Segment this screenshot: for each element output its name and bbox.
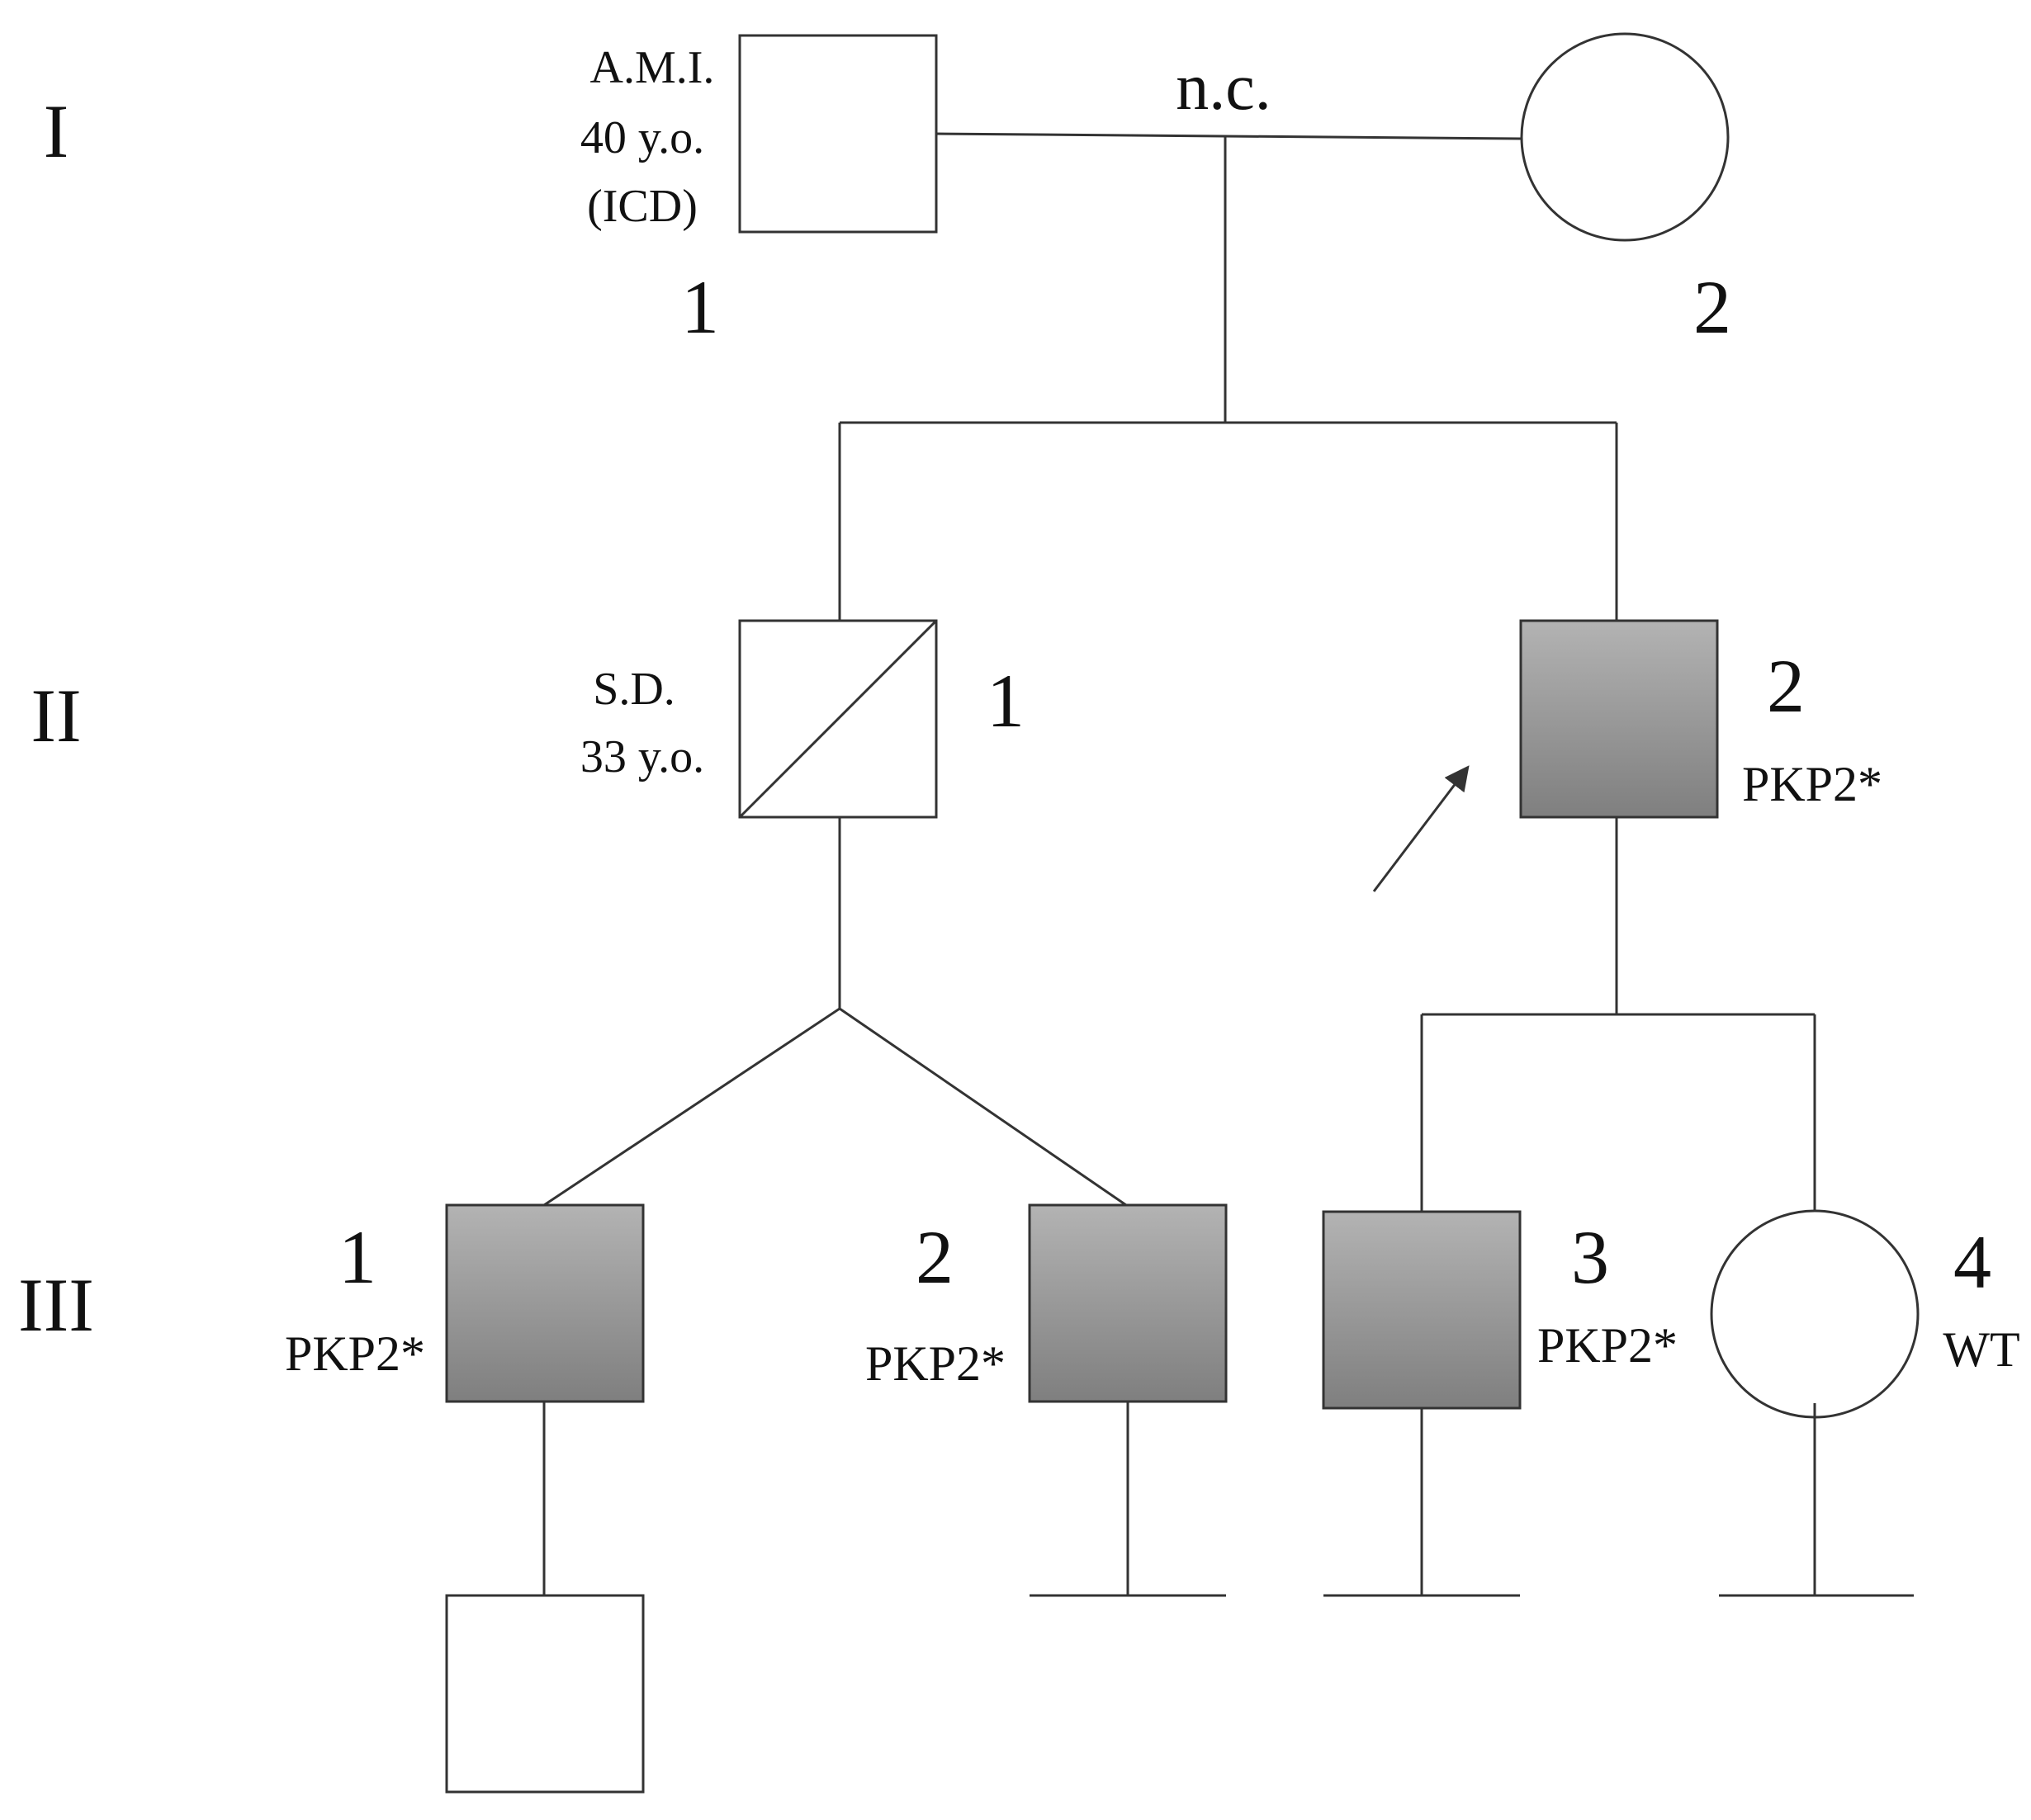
i-1-note-1: A.M.I.	[590, 42, 715, 93]
generation-label-ii: II	[31, 674, 81, 758]
generation-label-iii: III	[18, 1263, 94, 1347]
individual-ii-2	[1519, 619, 1719, 819]
ii-1-note-2: 33 y.o.	[580, 731, 704, 782]
twin-line	[839, 1007, 1127, 1207]
iii-4-number: 4	[1953, 1220, 1991, 1304]
individual-iii-3	[1322, 1210, 1522, 1410]
deceased-slash	[738, 619, 938, 819]
individual-iv-1	[445, 1594, 645, 1794]
individual-i-2	[1520, 32, 1730, 242]
consanguinity-label: n.c.	[1176, 51, 1271, 124]
proband-arrow	[1372, 765, 1470, 892]
ii-1-note-1: S.D.	[593, 664, 675, 715]
iii-2-genotype: PKP2*	[865, 1336, 1006, 1391]
individual-iii-1	[445, 1203, 645, 1403]
i-1-note-3: (ICD)	[587, 181, 698, 232]
i-2-number: 2	[1693, 265, 1731, 349]
i-1-note-2: 40 y.o.	[580, 112, 704, 163]
i-1-number: 1	[681, 265, 719, 349]
iii-2-number: 2	[916, 1215, 954, 1299]
ii-1-number: 1	[987, 659, 1025, 743]
iii-3-genotype: PKP2*	[1537, 1318, 1678, 1373]
mating-line	[935, 132, 1522, 140]
iii-4-genotype: WT	[1943, 1322, 2019, 1377]
ii-2-genotype: PKP2*	[1742, 757, 1882, 811]
individual-iii-4	[1710, 1209, 1920, 1419]
generation-label-i: I	[44, 89, 69, 173]
iii-1-number: 1	[338, 1215, 376, 1299]
twin-line	[543, 1007, 840, 1207]
iii-1-genotype: PKP2*	[285, 1326, 425, 1381]
individual-iii-2	[1028, 1203, 1228, 1403]
individual-i-1	[738, 34, 938, 234]
ii-2-number: 2	[1767, 644, 1805, 728]
iii-3-number: 3	[1571, 1215, 1609, 1299]
